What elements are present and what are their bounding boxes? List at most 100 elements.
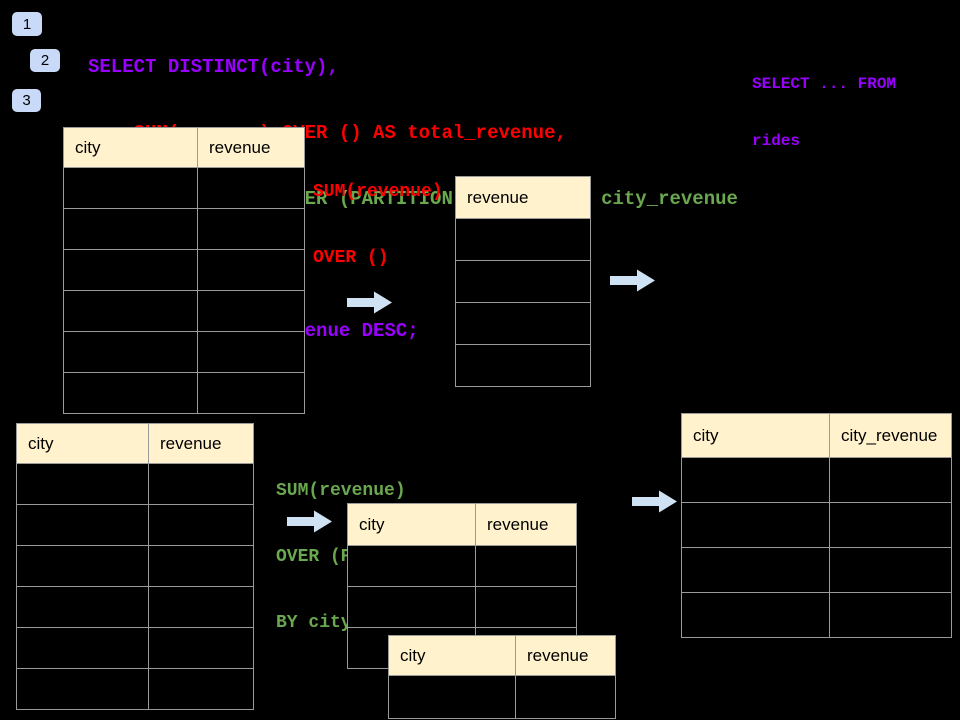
table-cell [197,167,305,209]
table-row [455,344,591,387]
table-cell [16,668,149,710]
table-row [681,547,952,593]
table-row [63,372,305,414]
table-cell [197,290,305,332]
table-row [347,586,577,628]
table-cell [455,218,591,261]
table-header-row: revenue [455,176,591,219]
table-cell [148,504,254,546]
table-row [455,218,591,261]
table-cell [681,592,830,638]
note-line: rides [752,132,801,150]
annotation-line: SUM(revenue) [313,182,443,202]
table-row [16,668,254,710]
table-cell [148,586,254,628]
step-badge-1: 1 [12,12,42,36]
table-cell [63,249,198,291]
table-row [16,627,254,669]
table-row [455,302,591,345]
column-header: city_revenue [829,413,952,458]
table-cell [16,504,149,546]
table-cell [16,627,149,669]
table-cell [63,208,198,250]
table-row [63,208,305,250]
table-cell [148,463,254,505]
right-arrow-icon [347,291,392,314]
column-header: revenue [197,127,305,168]
table-cell [681,502,830,548]
code-line-select: SELECT DISTINCT(city), [88,56,339,78]
right-arrow-icon [610,269,655,292]
table-row [63,167,305,209]
table-cell [148,668,254,710]
table-row [347,545,577,587]
column-header: city [347,503,476,546]
table-row [681,457,952,503]
table-row [455,260,591,303]
table-row [16,586,254,628]
step-badge-2: 2 [30,49,60,72]
table-cell [148,545,254,587]
table-cell [829,502,952,548]
table-cell [347,586,476,628]
table-cell [347,545,476,587]
table-cell [16,463,149,505]
column-header: revenue [455,176,591,219]
table-row [16,545,254,587]
select-from-note: SELECT ... FROM rides [752,37,896,189]
table-row [681,592,952,638]
table-cell [455,260,591,303]
table-cell [63,331,198,373]
table-cell [455,302,591,345]
column-header: city [63,127,198,168]
table-cell [197,372,305,414]
table-cell [829,592,952,638]
table-cell [16,586,149,628]
table-cell [197,331,305,373]
column-header: revenue [475,503,577,546]
annotation-sum-over-all: SUM(revenue) OVER () [313,137,443,313]
table-cell [16,545,149,587]
right-arrow-icon [632,490,677,513]
table-total-revenue-result: revenue [455,176,591,387]
column-header: revenue [515,635,616,676]
table-cell [829,457,952,503]
table-row [16,504,254,546]
table-cell [681,547,830,593]
right-arrow-icon [287,510,332,533]
table-cell [829,547,952,593]
table-cell [455,344,591,387]
table-cell [515,675,616,719]
table-row [63,249,305,291]
table-row [388,675,616,719]
note-line: SELECT ... FROM [752,75,897,93]
table-cell [63,372,198,414]
table-cell [388,675,516,719]
table-cell [148,627,254,669]
column-header: city [681,413,830,458]
table-row [681,502,952,548]
table-cell [63,167,198,209]
table-row [63,331,305,373]
column-header: city [16,423,149,464]
annotation-line: OVER () [313,248,389,268]
table-cell [197,208,305,250]
table-cell [681,457,830,503]
table-cell [197,249,305,291]
annotation-line: SUM(revenue) [276,481,406,501]
table-cell [63,290,198,332]
table-row [63,290,305,332]
column-header: city [388,635,516,676]
table-cell [475,545,577,587]
column-header: revenue [148,423,254,464]
step-badge-3: 3 [12,89,41,112]
